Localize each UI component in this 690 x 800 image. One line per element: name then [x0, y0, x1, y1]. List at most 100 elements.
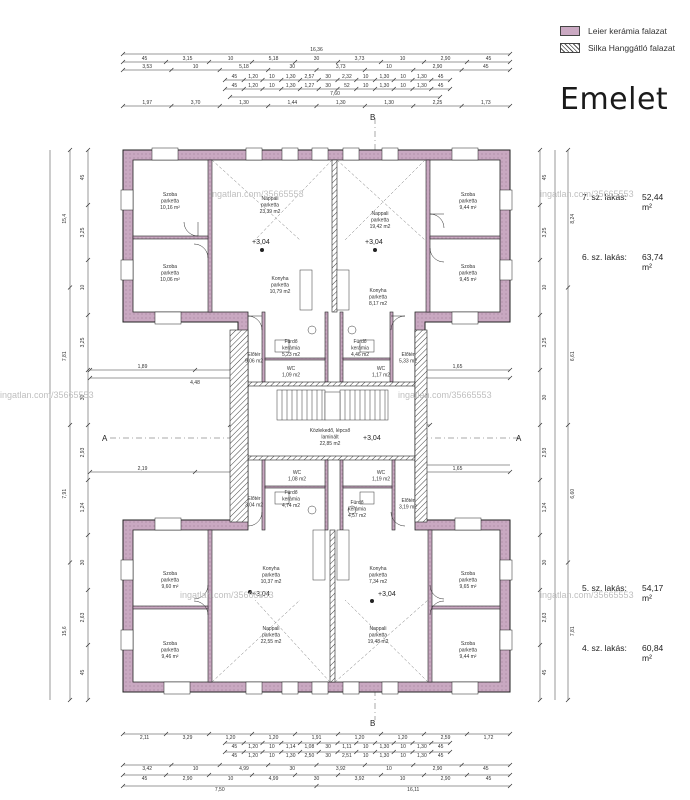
- watermark: ingatlan.com/35665553: [398, 390, 492, 400]
- room-area: 9,60 m²: [162, 584, 179, 590]
- dimension-label: 2,90: [433, 766, 443, 772]
- dimension-label: 45: [232, 753, 238, 759]
- dimension-tick: [241, 740, 246, 746]
- dimension-label: 45: [142, 56, 148, 62]
- dimension-tick: [316, 77, 321, 83]
- dimension-label: 7,81: [62, 351, 68, 361]
- dimension-label: 45: [142, 776, 148, 782]
- dimension-label: 1,30: [380, 74, 390, 80]
- room-name: Konyha: [263, 566, 280, 572]
- section-marker-a-right: A: [516, 434, 522, 443]
- dimension-tick: [362, 103, 368, 109]
- dimension-label: 1,30: [286, 74, 296, 80]
- dimension-tick: [410, 86, 415, 92]
- level-marker: +3,04: [363, 435, 381, 442]
- dimension-tick: [241, 86, 246, 92]
- watermark: ingatlan.com/35665553: [540, 590, 634, 600]
- dimension-tick: [67, 560, 73, 565]
- dimension-tick: [507, 762, 513, 768]
- fixtures: [274, 269, 375, 581]
- dimension-tick: [314, 103, 319, 109]
- room-area: 19,42 m2: [370, 224, 391, 230]
- room-floor: parketta: [161, 578, 179, 584]
- dimension-tick: [87, 469, 93, 475]
- dimension-tick: [537, 422, 543, 428]
- dimension-tick: [391, 77, 396, 83]
- dimension-tick: [120, 59, 126, 65]
- dimension-label: 10: [269, 744, 275, 750]
- dimension-label: 1,73: [481, 100, 491, 106]
- level-marker: +3,04: [365, 239, 383, 252]
- dimension-label: 10: [363, 753, 369, 759]
- legend-label-leier: Leier kerámia falazat: [588, 26, 667, 36]
- dimension-label: 52: [344, 83, 350, 89]
- dimension-label: 2,25: [433, 100, 443, 106]
- dimension-tick: [217, 762, 222, 768]
- dimension-tick: [120, 67, 126, 73]
- dimension-label: 3,25: [542, 337, 548, 347]
- room-area: 3,19 m2: [399, 505, 417, 511]
- room-area: 9,65 m²: [460, 584, 477, 590]
- dimension-label: 3,25: [542, 227, 548, 237]
- dimension-label: 1,27: [305, 83, 315, 89]
- doors: [183, 213, 445, 616]
- room-area: 4,74 m2: [282, 503, 300, 509]
- dimension-label: 1,72: [484, 735, 494, 741]
- dimension-label: 10: [269, 83, 275, 89]
- watermark: ingatlan.com/35665553: [180, 590, 274, 600]
- dimension-label: 1,14: [286, 744, 296, 750]
- dimension-tick: [169, 103, 174, 109]
- dimension-label: 1,30: [384, 100, 394, 106]
- apartment-area: 63,74 m²: [642, 252, 664, 272]
- dimension-label: 2,19: [138, 466, 148, 472]
- dimension-tick: [372, 740, 378, 746]
- dimension-label: 10: [386, 766, 392, 772]
- apartment-area: 52,44 m²: [642, 192, 664, 212]
- dimension-label: 4,48: [190, 380, 200, 386]
- room-name: Nappali: [370, 626, 387, 632]
- dimension-label: 10: [400, 74, 406, 80]
- dimension-tick: [163, 772, 169, 778]
- room-name: Konyha: [370, 288, 387, 294]
- room-area: 10,06 m²: [160, 277, 180, 283]
- dimension-tick: [507, 67, 513, 73]
- room-name: Nappali: [263, 626, 280, 632]
- room-name: WC: [377, 366, 386, 372]
- dimension-tick: [67, 422, 73, 428]
- room-area: 4,46 m2: [351, 352, 369, 358]
- dimension-label: 1,20: [248, 74, 258, 80]
- dimension-tick: [565, 422, 571, 428]
- dimension-label: 1,65: [453, 364, 463, 370]
- dimension-label: 30: [314, 776, 320, 782]
- dimension-tick: [507, 731, 513, 737]
- dimension-tick: [120, 762, 126, 768]
- dimension-tick: [335, 731, 341, 737]
- room-name: Szoba: [163, 641, 177, 647]
- dimension-tick: [292, 772, 298, 778]
- room-area: 4,57 m2: [348, 513, 366, 519]
- dimension-tick: [297, 740, 303, 746]
- dimension-tick: [537, 147, 543, 153]
- room-floor: parketta: [161, 271, 179, 277]
- room-area: 5,23 m2: [282, 352, 300, 358]
- room-area: 5,33 m2: [399, 359, 417, 365]
- dimension-tick: [316, 749, 321, 755]
- room-name: Előtér: [247, 496, 260, 502]
- room-name: Fürdő: [350, 500, 363, 506]
- dimension-tick: [297, 749, 303, 755]
- dimension-label: 45: [232, 744, 238, 750]
- dimension-tick: [410, 77, 415, 83]
- dimension-label: 30: [80, 560, 86, 566]
- dimension-tick: [120, 783, 126, 789]
- room-label: WC1,19 m2: [372, 470, 390, 483]
- dimension-label: 10: [400, 83, 406, 89]
- svg-text:+3,04: +3,04: [365, 239, 383, 246]
- dimension-label: 45: [486, 776, 492, 782]
